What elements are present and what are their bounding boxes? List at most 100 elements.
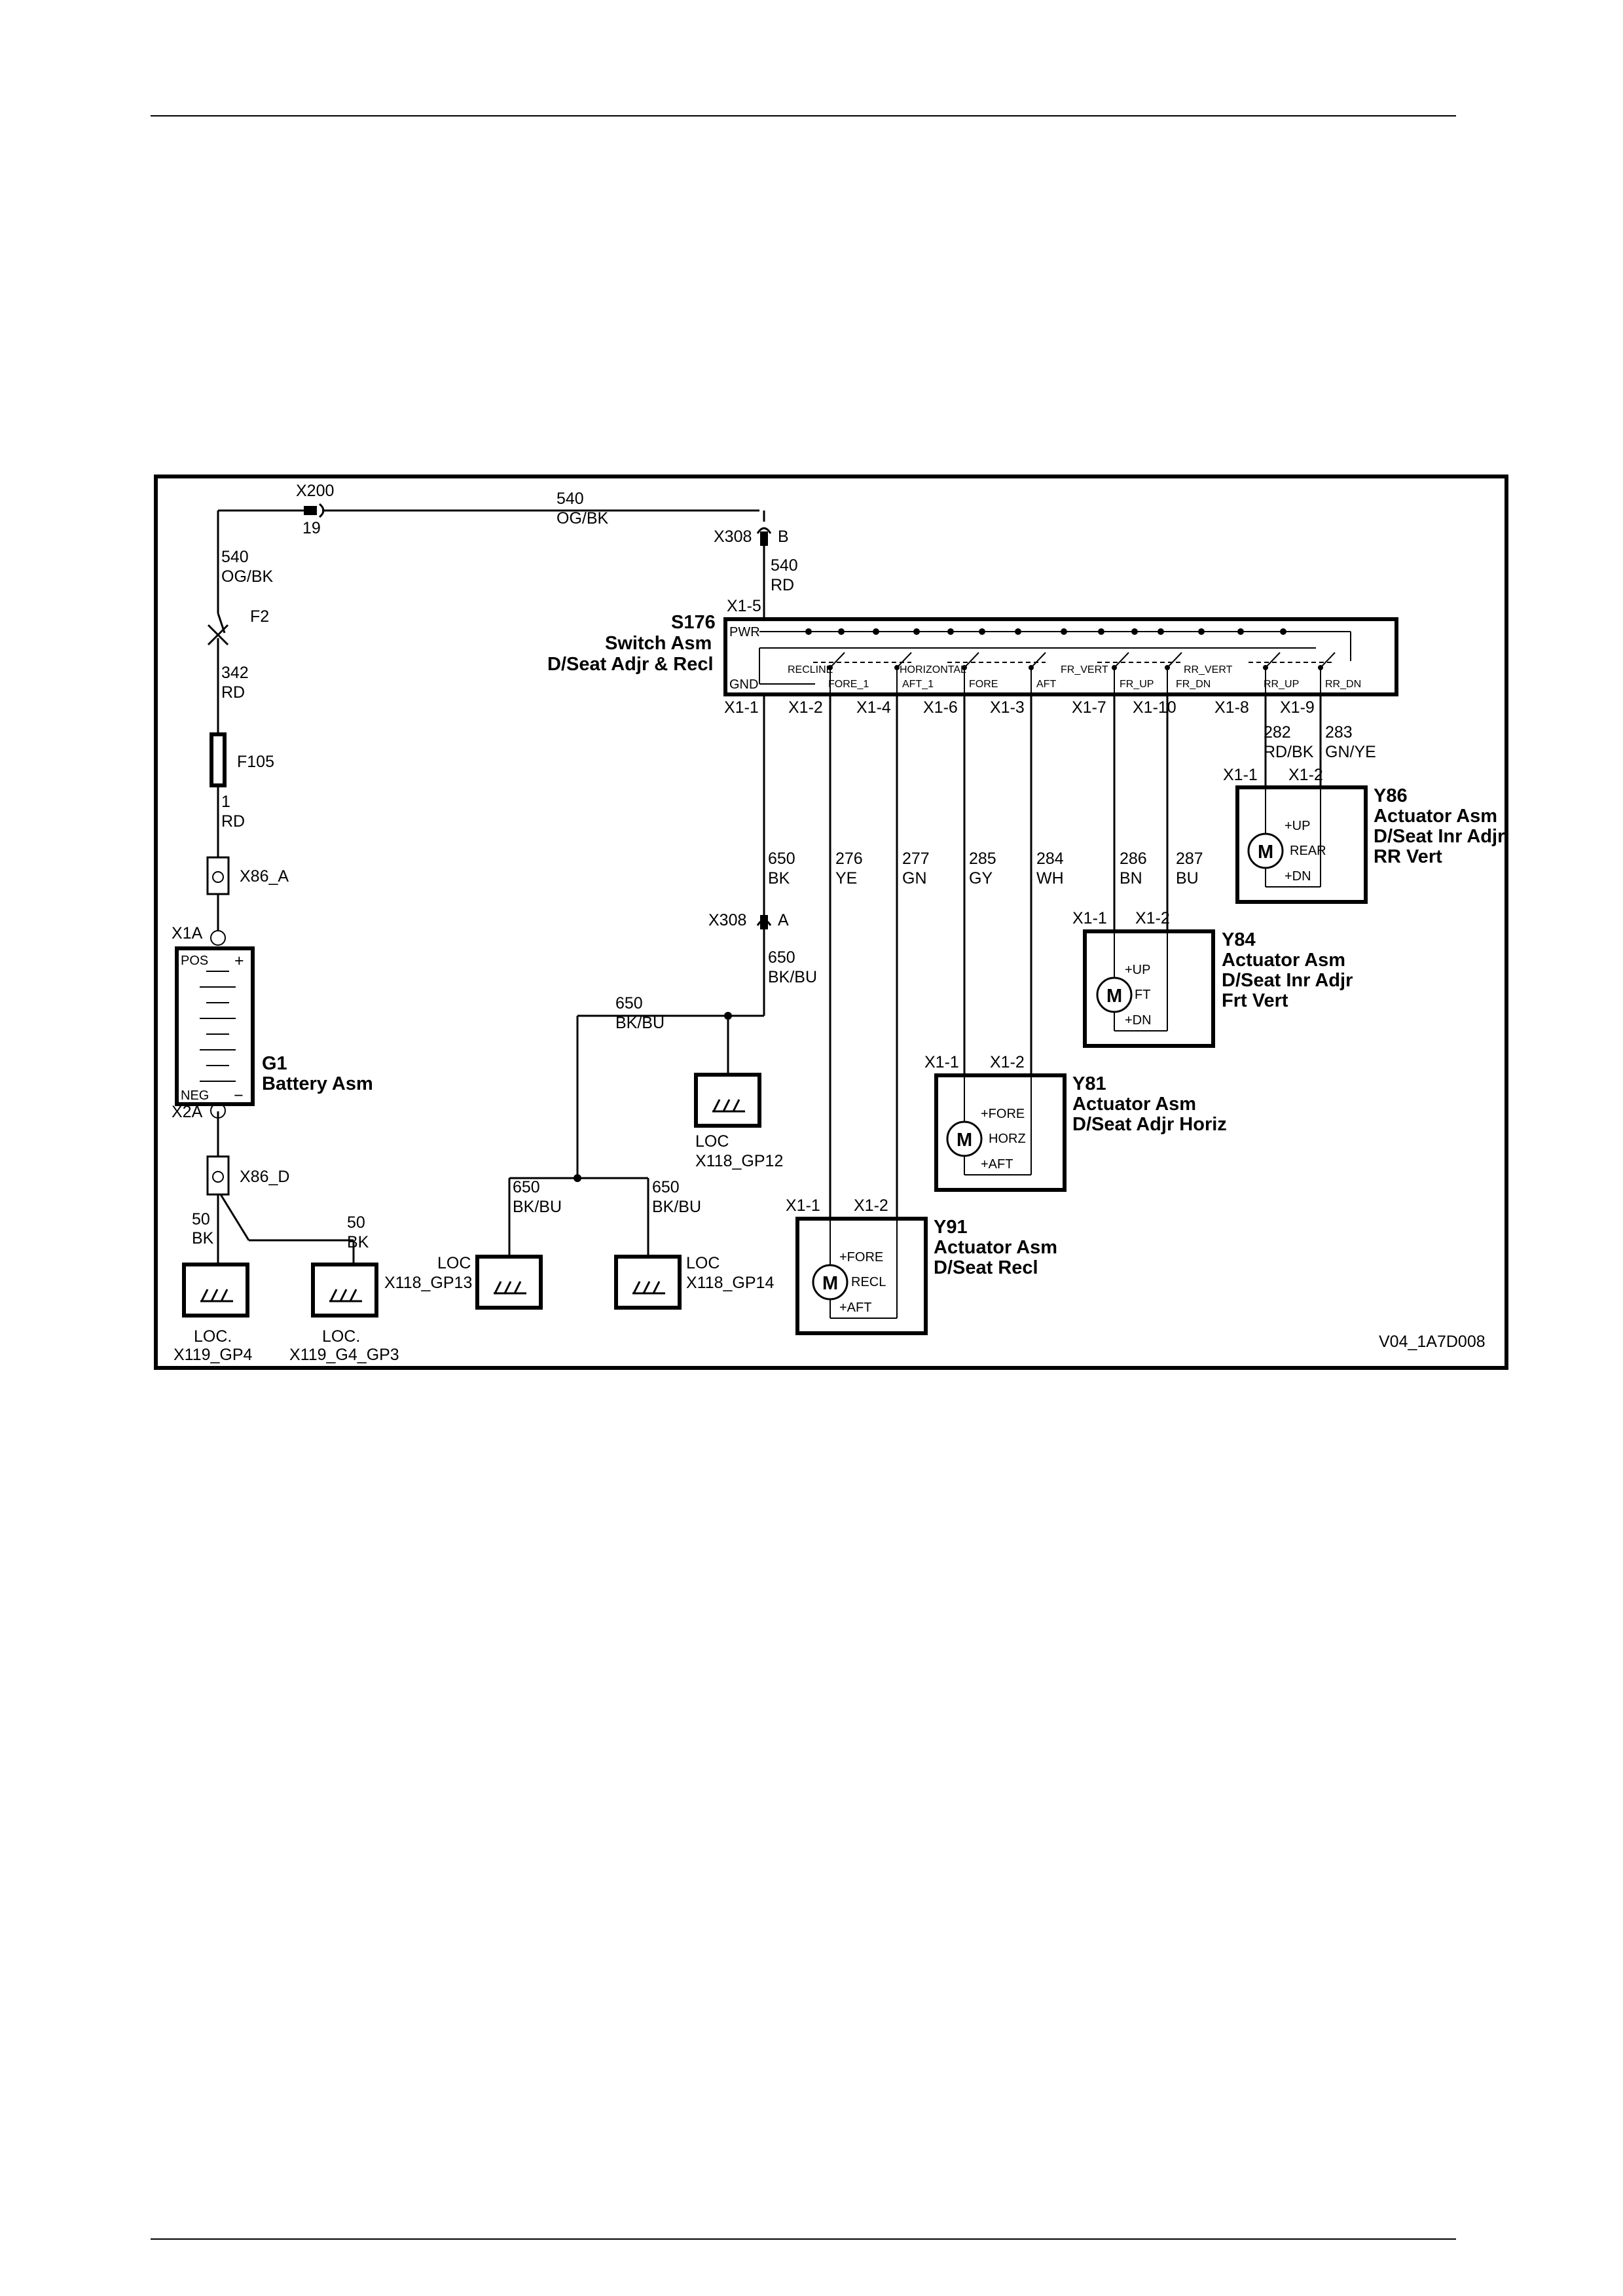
svg-text:X86_A: X86_A (240, 867, 289, 886)
svg-text:X1-2: X1-2 (1288, 766, 1323, 784)
switch-label-rr-dn: RR_DN (1325, 679, 1361, 690)
svg-text:X1-1: X1-1 (724, 698, 759, 717)
switch-label-aft-1: AFT_1 (902, 679, 934, 690)
svg-text:BK/BU: BK/BU (652, 1198, 701, 1216)
svg-text:OG/BK: OG/BK (221, 567, 274, 586)
svg-text:−: − (234, 1086, 244, 1105)
svg-text:X200: X200 (296, 482, 334, 500)
switch-contact-0-1 (896, 652, 912, 668)
svg-text:650: 650 (652, 1178, 680, 1196)
ground-x119-g4-gp3: LOC. X119_G4_GP3 (289, 1263, 399, 1364)
switch-junction-5 (979, 628, 985, 635)
svg-text:X1-7: X1-7 (1072, 698, 1106, 717)
fuse-f105: F105 (210, 732, 274, 787)
svg-text:LOC: LOC (695, 1132, 729, 1151)
svg-text:X308: X308 (714, 528, 752, 546)
svg-text:G1: G1 (262, 1053, 287, 1074)
switch-pivot-0-1 (894, 665, 900, 670)
switch-pivot-0-0 (828, 665, 833, 670)
svg-text:283: 283 (1325, 723, 1353, 742)
svg-text:287: 287 (1176, 850, 1203, 868)
svg-text:Actuator Asm: Actuator Asm (934, 1237, 1057, 1258)
x86d-connector: X86_D (206, 1155, 289, 1196)
svg-text:M: M (1258, 842, 1273, 863)
svg-text:RR Vert: RR Vert (1374, 846, 1442, 867)
svg-text:540: 540 (771, 556, 798, 575)
switch-contact-1-0 (964, 652, 979, 668)
svg-text:+UP: +UP (1125, 963, 1150, 977)
switch-label-fr-up: FR_UP (1120, 679, 1154, 690)
switch-label-horizontal: HORIZONTAL (900, 664, 966, 675)
switch-label-fr-vert: FR_VERT (1061, 664, 1108, 675)
fuse-f2: F2 (207, 607, 269, 646)
svg-text:+AFT: +AFT (839, 1300, 871, 1315)
svg-text:NEG: NEG (181, 1088, 209, 1103)
svg-text:FT: FT (1135, 988, 1150, 1002)
svg-text:X118_GP12: X118_GP12 (695, 1152, 783, 1170)
svg-text:D/Seat Inr Adjr: D/Seat Inr Adjr (1374, 826, 1504, 847)
svg-text:650: 650 (768, 850, 795, 868)
svg-text:Y91: Y91 (934, 1217, 968, 1238)
svg-text:X1-3: X1-3 (990, 698, 1025, 717)
svg-text:+UP: +UP (1285, 819, 1310, 833)
svg-text:F105: F105 (237, 753, 274, 771)
svg-text:GN: GN (902, 869, 927, 888)
svg-text:650: 650 (768, 948, 795, 967)
ground-bus (508, 1012, 764, 1257)
svg-text:650: 650 (513, 1178, 540, 1196)
svg-text:Frt Vert: Frt Vert (1222, 990, 1288, 1011)
switch-pivot-1-0 (962, 665, 967, 670)
svg-text:BK/BU: BK/BU (615, 1014, 665, 1032)
actuator-y81: M +FORE HORZ +AFT X1-1 X1-2 Y81 Actuator… (924, 1053, 1227, 1192)
switch-label-fore: FORE (969, 679, 998, 690)
svg-text:D/Seat Recl: D/Seat Recl (934, 1257, 1038, 1278)
diagram-id: V04_1A7D008 (1379, 1333, 1486, 1351)
svg-text:X1-1: X1-1 (1072, 909, 1107, 927)
svg-text:A: A (778, 911, 789, 929)
ground-x118-gp12: LOC X118_GP12 (694, 1073, 783, 1170)
svg-text:BU: BU (1176, 869, 1199, 888)
svg-text:YE: YE (835, 869, 857, 888)
svg-text:RD: RD (221, 683, 245, 702)
x308a-connector: X308 A (708, 911, 789, 929)
svg-text:B: B (778, 528, 789, 546)
switch-junction-12 (1237, 628, 1244, 635)
switch-junction-9 (1131, 628, 1138, 635)
power-feed-wires (217, 509, 765, 1265)
svg-text:BN: BN (1120, 869, 1142, 888)
switch-pivot-2-1 (1165, 665, 1170, 670)
svg-text:LOC: LOC (686, 1254, 720, 1272)
svg-text:Y84: Y84 (1222, 929, 1256, 950)
svg-text:BK/BU: BK/BU (768, 968, 817, 986)
svg-text:540: 540 (221, 548, 249, 566)
svg-text:X1-8: X1-8 (1214, 698, 1249, 717)
svg-text:RECL: RECL (851, 1275, 886, 1289)
switch-junction-7 (1061, 628, 1067, 635)
svg-text:RD: RD (221, 812, 245, 831)
switch-label-fore-1: FORE_1 (828, 679, 869, 690)
svg-text:X1A: X1A (172, 924, 203, 942)
svg-text:X1-2: X1-2 (1135, 909, 1170, 927)
diagram-frame (154, 475, 1508, 1370)
footer-rule (151, 2238, 1456, 2240)
svg-text:50: 50 (347, 1213, 365, 1232)
switch-label-aft: AFT (1036, 679, 1056, 690)
switch-junction-0 (805, 628, 812, 635)
switch-junction-1 (838, 628, 845, 635)
switch-contact-3-1 (1320, 652, 1336, 668)
svg-text:D/Seat Inr Adjr: D/Seat Inr Adjr (1222, 970, 1353, 991)
battery-g1: X1A POS + NEG − X2A G1 Battery Asm (172, 924, 373, 1121)
svg-text:X1-9: X1-9 (1280, 698, 1315, 717)
svg-text:Switch Asm: Switch Asm (605, 633, 712, 654)
switch-contact-2-1 (1167, 652, 1182, 668)
svg-text:Actuator Asm: Actuator Asm (1072, 1094, 1196, 1115)
svg-text:BK/BU: BK/BU (513, 1198, 562, 1216)
svg-text:GN/YE: GN/YE (1325, 743, 1376, 761)
svg-text:M: M (1106, 986, 1122, 1007)
svg-text:19: 19 (302, 519, 321, 537)
svg-text:BK: BK (768, 869, 790, 888)
svg-text:X1-5: X1-5 (727, 597, 761, 615)
svg-text:POS: POS (181, 954, 208, 968)
svg-text:GND: GND (729, 677, 758, 692)
actuator-y84: M +UP FT +DN X1-1 X1-2 Y84 Actuator Asm … (1072, 909, 1353, 1048)
